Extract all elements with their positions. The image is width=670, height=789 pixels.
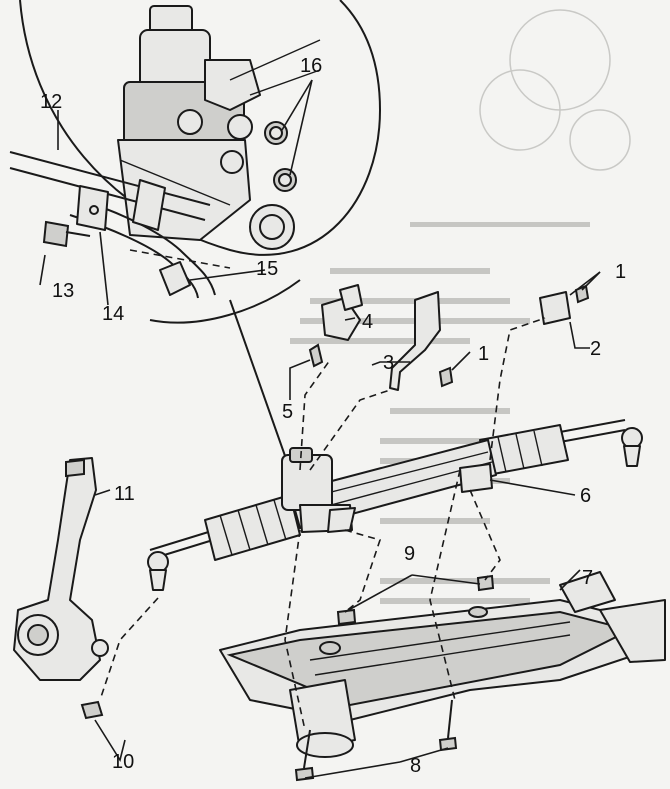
callout-1a: 1 [615,261,626,283]
nut-10 [80,700,104,720]
callout-9: 9 [404,543,415,565]
magnifier-outline [19,0,382,256]
callout-10: 10 [112,751,134,773]
callout-5: 5 [282,401,293,423]
left-tie-rod [149,529,216,551]
callout-15: 15 [256,258,278,280]
callout-1b: 1 [478,343,489,365]
bracket-4 [308,284,363,368]
rack-clamp-6 [459,463,493,493]
steering-knuckle-11 [13,457,109,681]
clamp-2 [539,284,590,325]
callout-leaders [39,79,601,779]
seal-rings-16 [264,121,297,192]
front-subframe-7 [219,571,666,758]
callout-16: 16 [300,55,322,77]
left-tie-rod-end [147,551,169,591]
right-tie-rod-end [621,427,643,467]
callout-7: 7 [582,567,593,589]
callout-6: 6 [580,485,591,507]
callout-labels: 1 1 2 3 4 5 6 7 8 9 10 11 12 13 14 15 16 [40,55,626,777]
assembly-dashed-lines [99,249,546,731]
callout-12: 12 [40,91,62,113]
pipe-bracket-14 [76,185,109,231]
callout-4: 4 [362,311,373,333]
hydraulic-pipes-12 [9,151,216,299]
callout-2: 2 [590,338,601,360]
right-tie-rod [559,419,626,433]
bolt-13 [42,220,91,248]
bolts-8 [294,699,458,782]
left-rack-clamp [327,507,356,533]
callout-14: 14 [102,303,124,325]
callout-3: 3 [383,352,394,374]
callout-13: 13 [52,280,74,302]
bracket-3 [389,291,454,391]
detail-magnifier [9,0,382,471]
right-boot [479,424,569,476]
magnifier-lower-arc [149,279,301,324]
callout-11: 11 [114,483,135,505]
callout-8: 8 [410,755,421,777]
steering-rack-assembly [147,419,643,591]
magnifier-leader-line [229,299,291,471]
